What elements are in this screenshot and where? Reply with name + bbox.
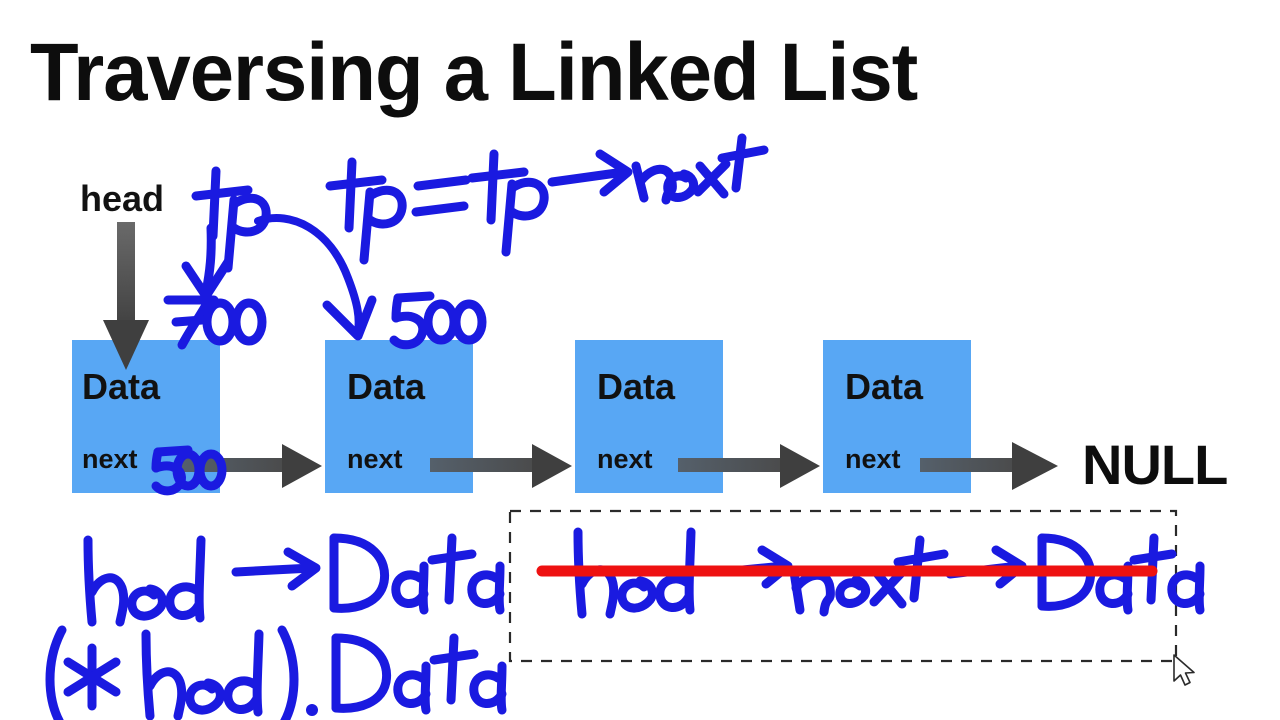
linked-list-node: Data next xyxy=(575,340,723,493)
node-next-label: next xyxy=(597,444,653,474)
ink-address-500 xyxy=(389,291,487,350)
linked-list-node: Data next xyxy=(823,340,971,493)
page-title: Traversing a Linked List xyxy=(30,27,918,118)
node-next-label: next xyxy=(845,444,901,474)
node-next-label: next xyxy=(347,444,403,474)
node-data-label: Data xyxy=(347,366,426,407)
ink-equation-tp-assign xyxy=(325,133,769,265)
head-pointer-label: head xyxy=(80,178,165,219)
linked-list-node: Data next xyxy=(325,340,473,493)
ink-expr-head-arrow-data xyxy=(83,533,505,627)
node-data-label: Data xyxy=(82,366,161,407)
ink-arrow-to-700 xyxy=(181,223,233,301)
node-data-label: Data xyxy=(597,366,676,407)
ink-address-700 xyxy=(163,295,267,350)
node-next-label: next xyxy=(82,444,138,474)
ink-pointer-name-tp xyxy=(191,166,271,273)
ink-expr-crossed-out xyxy=(573,527,1205,619)
selection-dashed-box xyxy=(508,509,1178,663)
ink-curved-arrow-to-node2 xyxy=(254,214,377,341)
linked-list-node: Data next xyxy=(72,340,220,493)
arrow-pointer-icon xyxy=(1173,654,1195,686)
ink-expr-deref-head-data xyxy=(45,625,507,720)
null-terminator-label: NULL xyxy=(1082,433,1228,496)
node-data-label: Data xyxy=(845,366,924,407)
